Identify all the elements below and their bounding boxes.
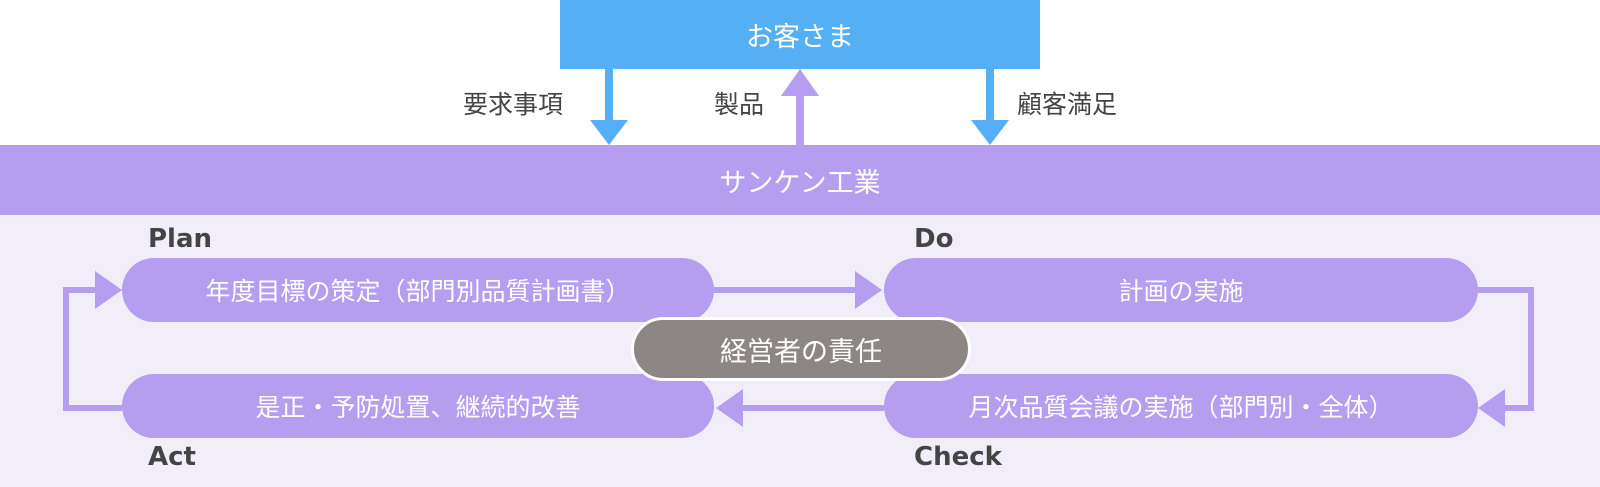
check-box: 月次品質会議の実施（部門別・全体） xyxy=(884,374,1478,438)
satisfaction-arrow xyxy=(971,69,1009,145)
do-phase-label: Do xyxy=(914,224,954,254)
act-box: 是正・予防処置、継続的改善 xyxy=(122,374,714,438)
plan-phase-label: Plan xyxy=(148,224,213,254)
check-text: 月次品質会議の実施（部門別・全体） xyxy=(968,393,1394,422)
plan-box: 年度目標の策定（部門別品質計画書） xyxy=(122,258,714,322)
products-label: 製品 xyxy=(714,90,765,119)
act-phase-label: Act xyxy=(148,442,196,472)
customer-box: お客さま xyxy=(560,0,1040,69)
company-label: サンケン工業 xyxy=(719,167,881,199)
plan-text: 年度目標の策定（部門別品質計画書） xyxy=(205,277,631,306)
do-text: 計画の実施 xyxy=(1118,277,1244,306)
requirements-label: 要求事項 xyxy=(463,90,564,119)
company-bar: サンケン工業 xyxy=(0,145,1600,215)
do-box: 計画の実施 xyxy=(884,258,1478,322)
management-responsibility-text: 経営者の責任 xyxy=(720,336,882,368)
plan-to-do-arrow xyxy=(714,271,882,309)
check-to-act-arrow xyxy=(716,389,884,427)
products-arrow xyxy=(781,69,819,145)
act-to-plan-arrow xyxy=(63,271,122,411)
do-to-check-arrow xyxy=(1478,287,1534,427)
satisfaction-label: 顧客満足 xyxy=(1017,90,1118,119)
management-responsibility-box: 経営者の責任 xyxy=(631,317,971,381)
customer-label: お客さま xyxy=(746,22,854,53)
act-text: 是正・予防処置、継続的改善 xyxy=(255,393,581,422)
check-phase-label: Check xyxy=(914,442,1002,472)
requirements-arrow xyxy=(590,69,628,145)
